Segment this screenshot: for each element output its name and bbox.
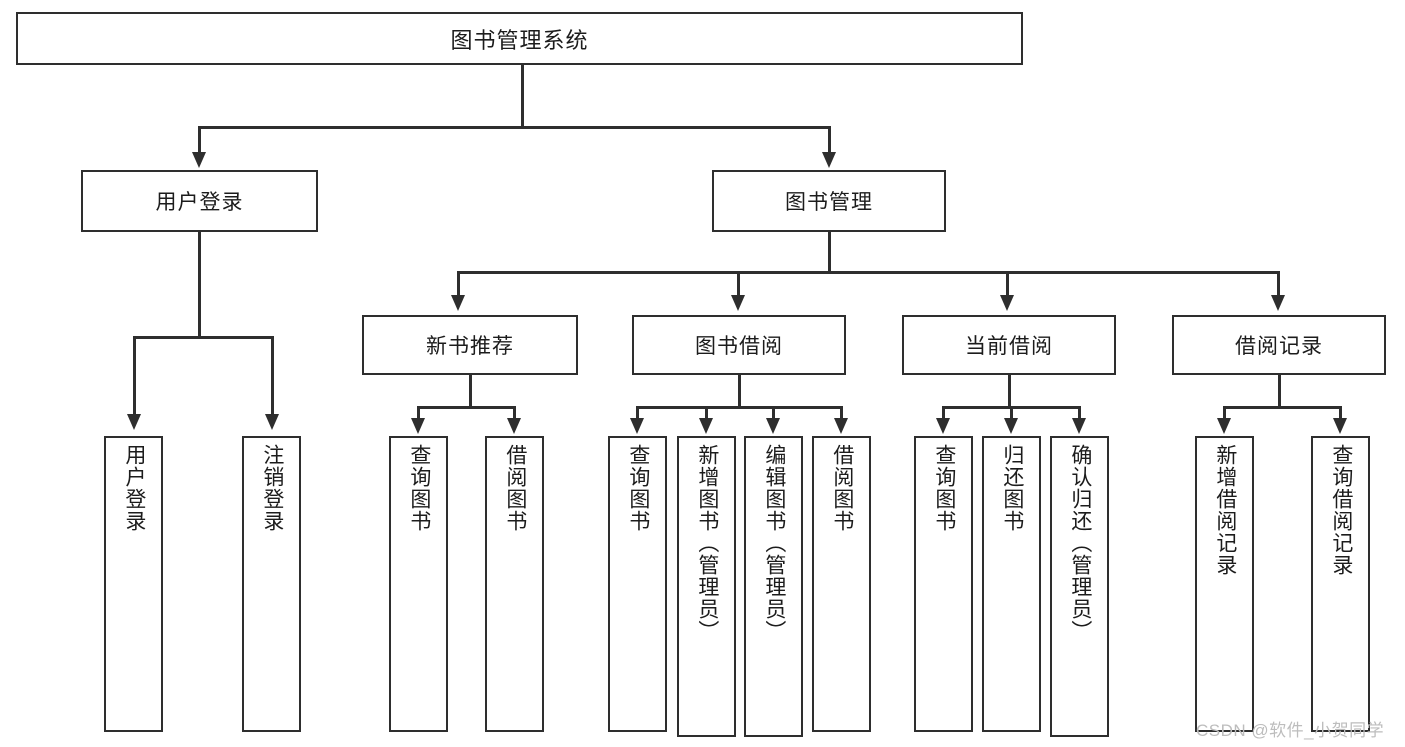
leaf-add-book-label: 新增图书（管理员） xyxy=(695,444,719,642)
connector-current-borrow-branch-2 xyxy=(1010,406,1013,421)
leaf-query-book-3-label: 查询图书 xyxy=(932,444,956,532)
connector-book-manage-branch-3 xyxy=(1006,271,1009,298)
connector-new-book-recommend-branch-1 xyxy=(417,406,420,421)
arrowhead-book-manage-child-3 xyxy=(1000,295,1014,311)
connector-root-to-user-login xyxy=(198,126,201,154)
leaf-add-book[interactable]: 新增图书（管理员） xyxy=(677,436,736,737)
leaf-logout-label: 注销登录 xyxy=(260,444,284,532)
connector-new-book-recommend-bar xyxy=(418,406,516,409)
connector-book-borrow-branch-4 xyxy=(840,406,843,421)
leaf-logout[interactable]: 注销登录 xyxy=(242,436,301,732)
connector-root-to-book-manage xyxy=(828,126,831,154)
leaf-user-login-label: 用户登录 xyxy=(122,444,146,532)
leaf-add-record[interactable]: 新增借阅记录 xyxy=(1195,436,1254,732)
leaf-edit-book[interactable]: 编辑图书（管理员） xyxy=(744,436,803,737)
arrowhead-book-manage-child-1 xyxy=(451,295,465,311)
node-root-system[interactable]: 图书管理系统 xyxy=(16,12,1023,65)
connector-new-book-recommend-branch-2 xyxy=(513,406,516,421)
leaf-query-book-3[interactable]: 查询图书 xyxy=(914,436,973,732)
connector-book-manage-stem xyxy=(828,232,831,274)
connector-borrow-record-branch-2 xyxy=(1339,406,1342,421)
connector-root-bar xyxy=(199,126,831,129)
leaf-return-book-label: 归还图书 xyxy=(1000,444,1024,532)
arrowhead-book-borrow-leaf-2 xyxy=(699,418,713,434)
node-current-borrow[interactable]: 当前借阅 xyxy=(902,315,1116,375)
node-root-system-label: 图书管理系统 xyxy=(450,27,589,53)
connector-user-login-branch-1 xyxy=(133,336,136,417)
connector-borrow-record-stem xyxy=(1278,375,1281,408)
arrowhead-borrow-record-leaf-2 xyxy=(1333,418,1347,434)
arrowhead-book-borrow-leaf-1 xyxy=(630,418,644,434)
arrowhead-user-login-leaf-2 xyxy=(265,414,279,430)
arrowhead-user-login-leaf-1 xyxy=(127,414,141,430)
leaf-query-record[interactable]: 查询借阅记录 xyxy=(1311,436,1370,732)
leaf-borrow-book-2[interactable]: 借阅图书 xyxy=(812,436,871,732)
connector-book-manage-branch-4 xyxy=(1277,271,1280,298)
arrowhead-current-borrow-leaf-1 xyxy=(936,418,950,434)
arrowhead-root-to-user-login xyxy=(192,152,206,168)
node-user-login-label: 用户登录 xyxy=(155,191,244,214)
connector-borrow-record-branch-1 xyxy=(1223,406,1226,421)
leaf-query-book-2[interactable]: 查询图书 xyxy=(608,436,667,732)
watermark: CSDN @软件_小贺同学 xyxy=(1196,721,1385,740)
connector-user-login-bar xyxy=(134,336,273,339)
leaf-add-record-label: 新增借阅记录 xyxy=(1213,444,1237,576)
node-borrow-record-label: 借阅记录 xyxy=(1235,335,1323,358)
connector-book-borrow-branch-2 xyxy=(705,406,708,421)
arrowhead-book-borrow-leaf-3 xyxy=(766,418,780,434)
arrowhead-book-borrow-leaf-4 xyxy=(834,418,848,434)
node-borrow-record[interactable]: 借阅记录 xyxy=(1172,315,1386,375)
leaf-query-book-1[interactable]: 查询图书 xyxy=(389,436,448,732)
node-book-manage-label: 图书管理 xyxy=(785,191,873,214)
connector-book-borrow-branch-1 xyxy=(636,406,639,421)
connector-book-manage-bar xyxy=(458,271,1279,274)
connector-root-stem xyxy=(521,65,524,128)
connector-borrow-record-bar xyxy=(1224,406,1341,409)
leaf-return-book[interactable]: 归还图书 xyxy=(982,436,1041,732)
node-user-login[interactable]: 用户登录 xyxy=(81,170,318,232)
arrowhead-new-book-recommend-leaf-2 xyxy=(507,418,521,434)
arrowhead-borrow-record-leaf-1 xyxy=(1217,418,1231,434)
connector-user-login-branch-2 xyxy=(271,336,274,417)
connector-book-manage-branch-1 xyxy=(457,271,460,298)
leaf-confirm-return[interactable]: 确认归还（管理员） xyxy=(1050,436,1109,737)
connector-book-manage-branch-2 xyxy=(737,271,740,298)
node-current-borrow-label: 当前借阅 xyxy=(965,335,1053,358)
leaf-query-record-label: 查询借阅记录 xyxy=(1329,444,1353,576)
arrowhead-current-borrow-leaf-3 xyxy=(1072,418,1086,434)
arrowhead-book-manage-child-4 xyxy=(1271,295,1285,311)
leaf-user-login[interactable]: 用户登录 xyxy=(104,436,163,732)
connector-book-borrow-stem xyxy=(738,375,741,408)
arrowhead-current-borrow-leaf-2 xyxy=(1004,418,1018,434)
leaf-edit-book-label: 编辑图书（管理员） xyxy=(762,444,786,642)
node-new-book-recommend[interactable]: 新书推荐 xyxy=(362,315,578,375)
node-book-borrow[interactable]: 图书借阅 xyxy=(632,315,846,375)
connector-current-borrow-stem xyxy=(1008,375,1011,408)
connector-book-borrow-bar xyxy=(637,406,843,409)
leaf-confirm-return-label: 确认归还（管理员） xyxy=(1068,444,1092,642)
leaf-borrow-book-2-label: 借阅图书 xyxy=(830,444,854,532)
connector-book-borrow-branch-3 xyxy=(772,406,775,421)
node-book-borrow-label: 图书借阅 xyxy=(695,335,783,358)
node-book-manage[interactable]: 图书管理 xyxy=(712,170,946,232)
node-new-book-recommend-label: 新书推荐 xyxy=(426,335,514,358)
leaf-query-book-2-label: 查询图书 xyxy=(626,444,650,532)
arrowhead-new-book-recommend-leaf-1 xyxy=(411,418,425,434)
connector-user-login-stem xyxy=(198,232,201,338)
leaf-borrow-book-1[interactable]: 借阅图书 xyxy=(485,436,544,732)
arrowhead-book-manage-child-2 xyxy=(731,295,745,311)
leaf-query-book-1-label: 查询图书 xyxy=(407,444,431,532)
connector-current-borrow-branch-1 xyxy=(942,406,945,421)
connector-current-borrow-branch-3 xyxy=(1078,406,1081,421)
leaf-borrow-book-1-label: 借阅图书 xyxy=(503,444,527,532)
arrowhead-root-to-book-manage xyxy=(822,152,836,168)
connector-new-book-recommend-stem xyxy=(469,375,472,408)
